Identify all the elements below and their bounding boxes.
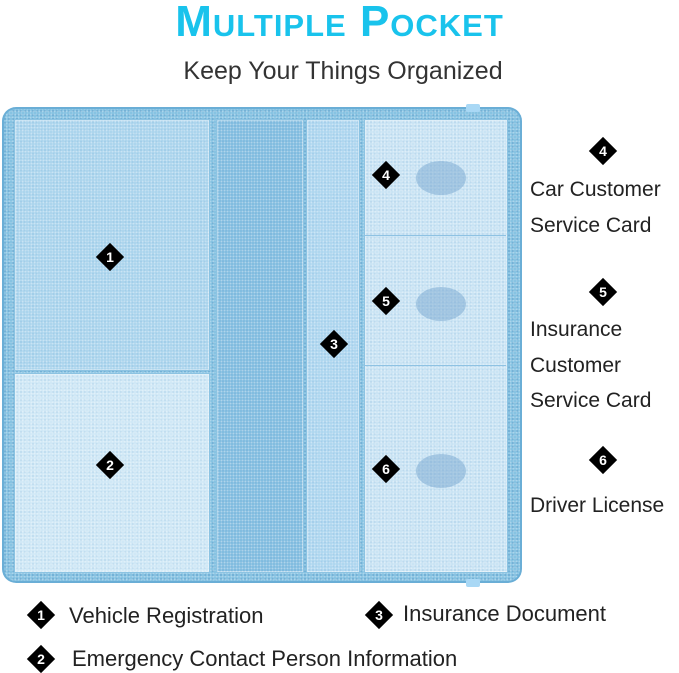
legend-badge-3: 3 (364, 600, 394, 630)
page-subtitle: Keep Your Things Organized (183, 57, 503, 85)
badge-2: 2 (95, 450, 125, 480)
thumb-cutout (416, 161, 466, 195)
badge-1: 1 (95, 242, 125, 272)
side-label-5-line1: Insurance (530, 318, 623, 341)
side-label-5-line3: Service Card (530, 389, 652, 412)
legend-badge-2: 2 (26, 644, 56, 673)
thumb-cutout (416, 287, 466, 321)
wallet-image: 1 2 3 4 5 6 (2, 104, 522, 587)
card-pocket-column (364, 119, 508, 573)
side-label-4-line2: Service Card (530, 214, 652, 237)
pocket-driver-license (364, 365, 506, 572)
side-badge-4: 4 (588, 136, 618, 166)
elastic-tab (466, 104, 480, 112)
legend-text-3: Insurance Document (403, 601, 606, 626)
pocket-insurance-service-card (364, 235, 506, 366)
legend-badge-1: 1 (26, 600, 56, 630)
elastic-tab (466, 579, 480, 587)
legend-text-1: Vehicle Registration (69, 603, 264, 628)
badge-6: 6 (371, 454, 401, 484)
side-badge-6: 6 (588, 445, 618, 475)
side-label-6-line1: Driver License (530, 494, 665, 517)
thumb-cutout (416, 454, 466, 488)
badge-4: 4 (371, 160, 401, 190)
wallet-spine (216, 119, 304, 573)
page-title: Multiple Pocket (175, 0, 504, 46)
badge-3: 3 (319, 329, 349, 359)
side-badge-5: 5 (588, 277, 618, 307)
legend-text-2: Emergency Contact Person Information (72, 646, 458, 671)
badge-5: 5 (371, 286, 401, 316)
side-label-5-line2: Customer (530, 354, 622, 377)
side-label-4-line1: Car Customer (530, 178, 661, 201)
